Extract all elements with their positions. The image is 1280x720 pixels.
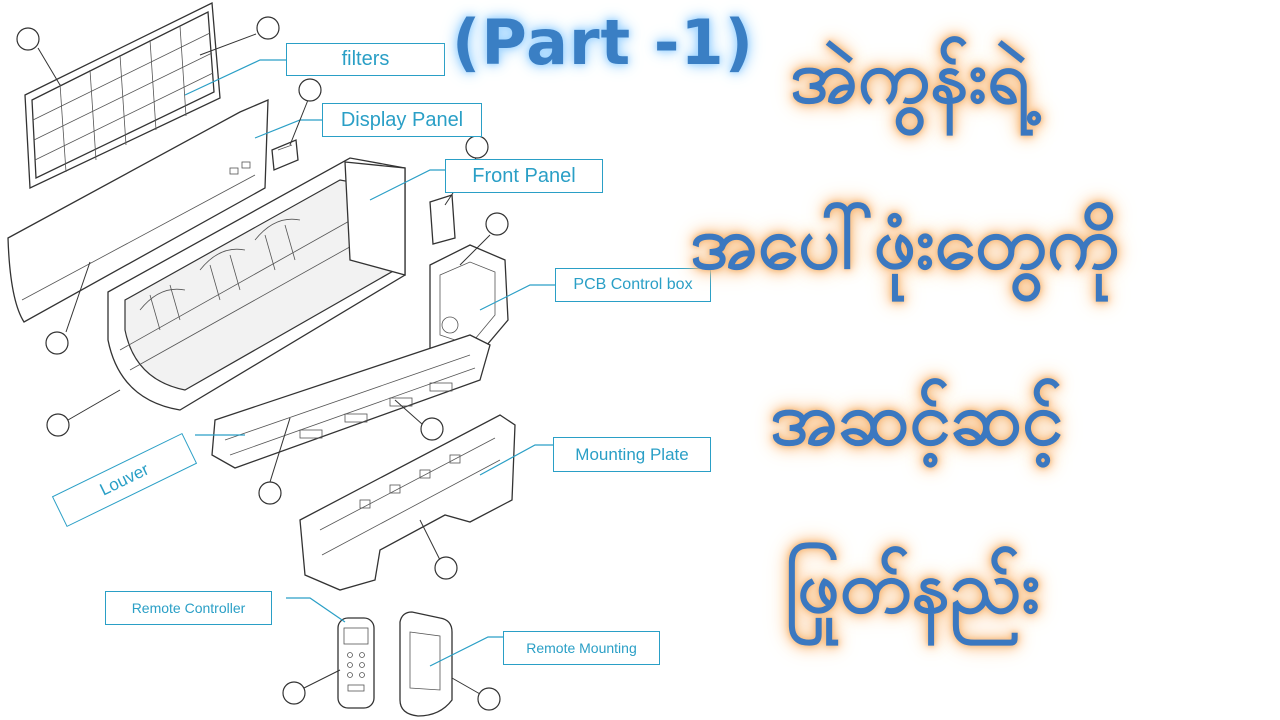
front-cover-part <box>7 98 269 323</box>
mounting-plate-part <box>299 414 516 591</box>
label-mounting-plate: Mounting Plate <box>553 437 711 472</box>
louver-assembly-part <box>211 334 491 469</box>
title-part: (Part -1) <box>452 6 754 79</box>
label-pcb-control-box: PCB Control box <box>555 268 711 302</box>
burmese-line-4: ဖြုတ်နည်း <box>785 544 1041 630</box>
burmese-line-2: အပေါ်ဖုံးတွေကို <box>690 200 1120 286</box>
burmese-line-1: အဲကွန်းရဲ့ <box>790 34 1030 120</box>
filters-part <box>24 1 221 190</box>
pcb-control-box-part <box>429 194 509 366</box>
display-panel-part <box>271 139 299 171</box>
chassis-part <box>107 157 406 411</box>
label-remote-mounting: Remote Mounting <box>503 631 660 665</box>
label-display-panel: Display Panel <box>322 103 482 137</box>
remote-mounting-part <box>399 611 453 717</box>
label-remote-controller: Remote Controller <box>105 591 272 625</box>
label-filters: filters <box>286 43 445 76</box>
callout-circles <box>16 16 509 711</box>
label-front-panel: Front Panel <box>445 159 603 193</box>
callout-leaders <box>37 33 491 695</box>
remote-controller-part <box>337 617 375 709</box>
burmese-line-3: အဆင့်ဆင့် <box>770 376 1064 462</box>
